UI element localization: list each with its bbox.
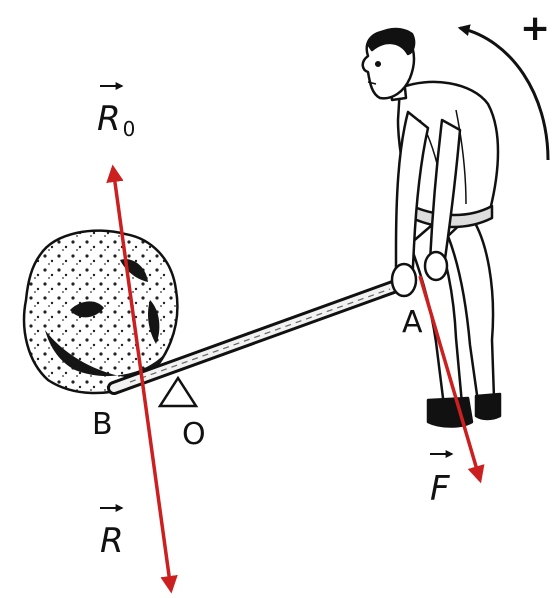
r-label: R <box>100 508 124 561</box>
f-symbol: F <box>430 469 450 509</box>
point-o-label: O <box>182 417 206 452</box>
r-symbol: R <box>100 521 124 561</box>
point-b-label: B <box>92 407 113 442</box>
man-figure <box>363 29 500 426</box>
fulcrum <box>160 378 196 406</box>
f-label: F <box>430 454 452 509</box>
point-a-label: A <box>402 305 423 340</box>
rotation-sign-label: + <box>520 8 550 49</box>
